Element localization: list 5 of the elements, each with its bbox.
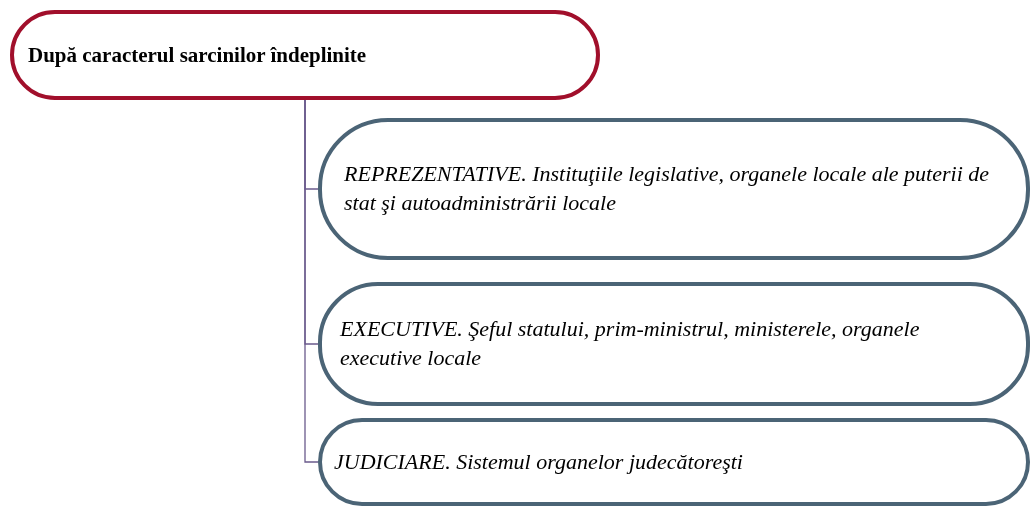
- connector-line: [304, 99, 319, 463]
- box-text: REPREZENTATIVE. Instituţiile legislative, organele locale ale puterii de stat şi autoadministrării locale: [344, 160, 990, 217]
- box-text: EXECUTIVE. Şeful statului, prim-ministrul, ministerele, organele executive locale: [340, 315, 921, 372]
- box-text: JUDICIARE. Sistemul organelor judecătoreşti: [334, 447, 743, 476]
- box-text: După caracterul sarcinilor îndeplinite: [28, 41, 367, 69]
